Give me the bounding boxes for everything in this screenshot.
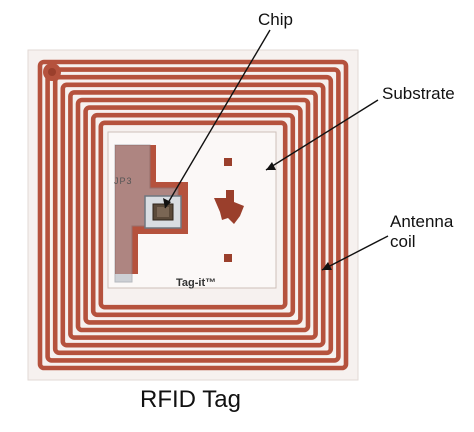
antenna-coil-turn — [52, 74, 334, 356]
tag-it-brand-label: Tag-it™ — [176, 277, 217, 289]
substrate-pointer — [265, 99, 379, 171]
chip-pointer — [164, 29, 271, 209]
chip-label: Chip — [258, 10, 293, 29]
substrate-label: Substrate — [382, 84, 455, 103]
antenna-coil-turn — [75, 97, 311, 333]
alignment-mark-bottom — [224, 254, 232, 262]
antenna-coil-turn — [68, 90, 318, 340]
ti-texas-logo-icon — [214, 190, 244, 224]
antenna-coil-turn — [83, 105, 303, 325]
antenna-pointer — [321, 235, 389, 271]
antenna-coil-turn — [45, 67, 341, 363]
contact-pad-center — [48, 68, 56, 76]
antenna-coil — [37, 59, 349, 371]
diagram-caption: RFID Tag — [140, 386, 241, 413]
substrate-pointer-arrowhead — [266, 162, 276, 170]
antenna-coil-turn — [90, 112, 296, 318]
antenna-coil-turn — [37, 59, 349, 371]
antenna-coil-turn — [60, 82, 326, 348]
antenna-coil-turn — [98, 120, 288, 310]
antenna-label-line2: coil — [390, 232, 416, 251]
antenna-pointer-arrowhead — [322, 262, 332, 270]
antenna-label-line1: Antenna — [390, 212, 454, 231]
chip-pointer-arrowhead — [163, 198, 171, 208]
chip-die-highlight — [157, 207, 169, 217]
part-code-label: JP3 — [114, 176, 133, 186]
alignment-mark-top — [224, 158, 232, 166]
